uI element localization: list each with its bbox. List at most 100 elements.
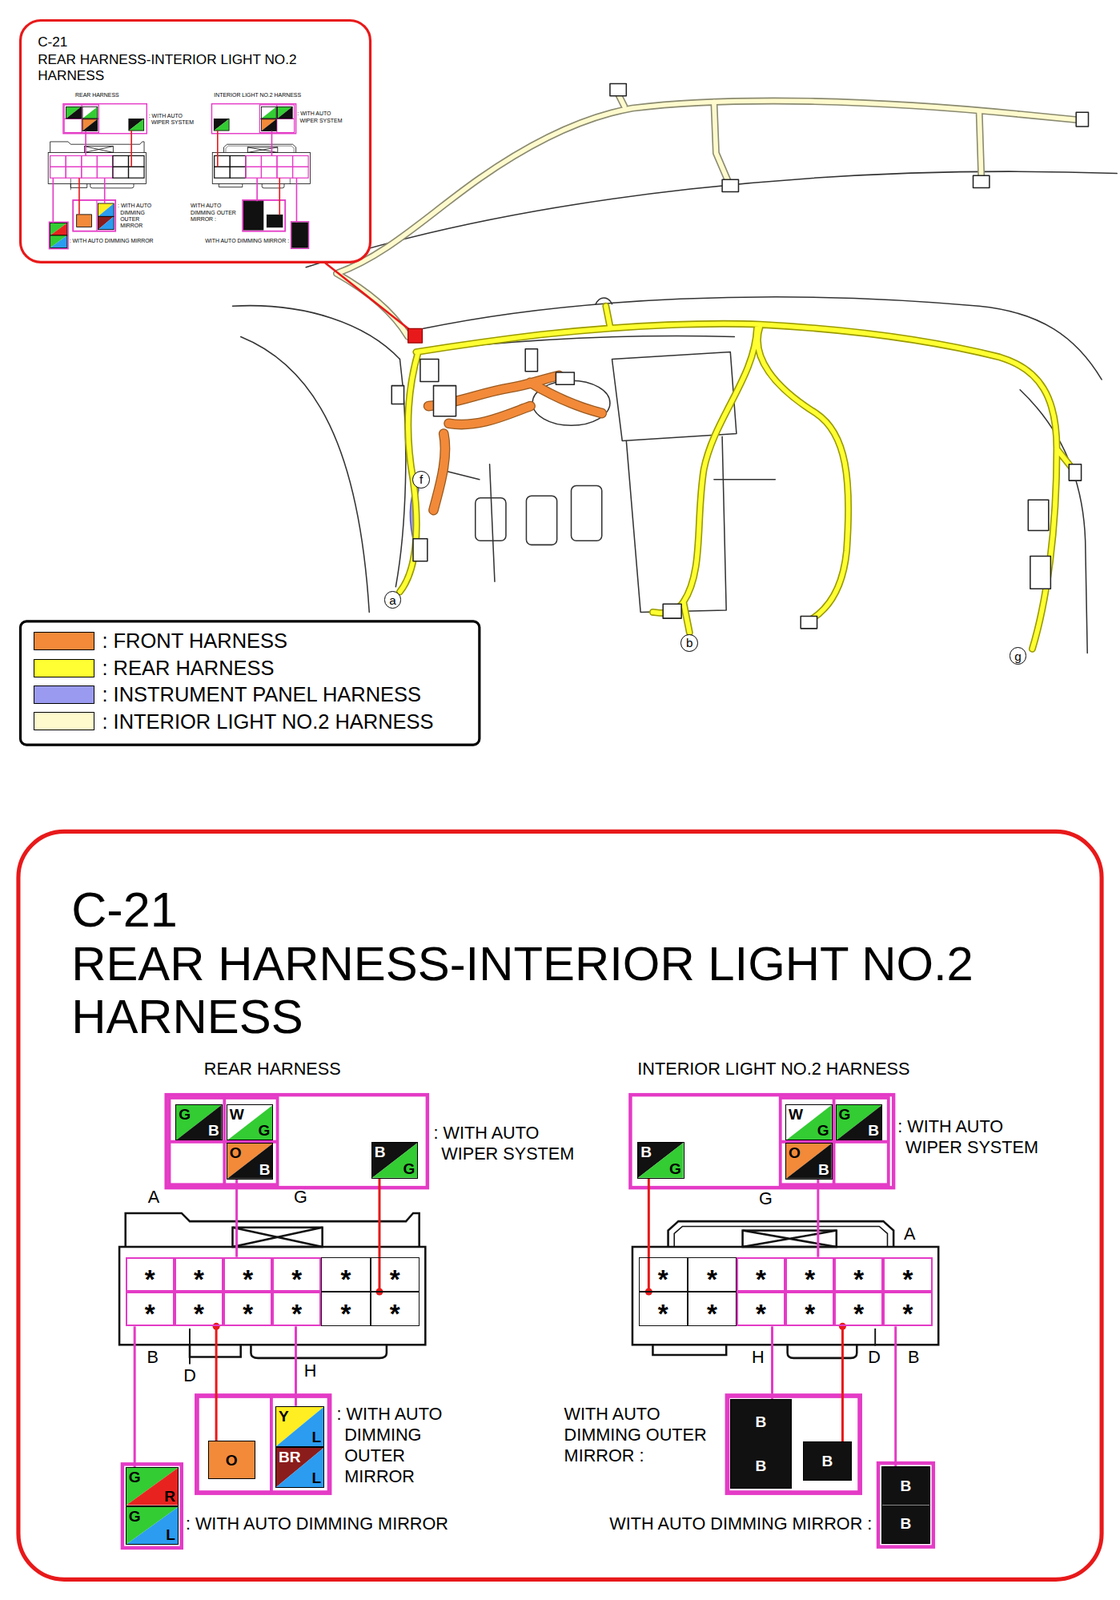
wire-color-box: BB [881, 1465, 931, 1544]
wire-color-code: R [164, 1488, 176, 1504]
wire-color-box: O [208, 1440, 256, 1479]
wire-color-square: OB [226, 1142, 274, 1180]
pin-mark: * [706, 1267, 718, 1292]
inset-wire-color [260, 106, 277, 119]
wire-color-code: G [258, 1122, 271, 1138]
inset-wire-outline [276, 106, 293, 119]
inset-wire-color [276, 106, 293, 119]
box-divider [882, 1504, 930, 1506]
wire-color-code: B [821, 1453, 833, 1469]
pin-mark: * [242, 1301, 253, 1326]
inset-pin [214, 155, 231, 167]
label-text: H [751, 1348, 765, 1366]
wire-color-code: G [128, 1469, 141, 1485]
leader-line [324, 261, 413, 332]
wire-color-code: G [128, 1508, 141, 1524]
inset-wire [52, 177, 54, 223]
inset-pin [81, 155, 98, 167]
inset-pin [96, 155, 113, 167]
connector-location-mark [408, 328, 423, 343]
inset-wire [278, 177, 281, 215]
wire-color-code: B [867, 1122, 880, 1138]
pin-mark: * [658, 1267, 669, 1292]
wire-color-code: G [817, 1122, 830, 1138]
inset-note: REAR HARNESS [75, 92, 120, 99]
wire-connector [377, 1178, 381, 1292]
inset-pin [245, 155, 262, 167]
connector-pin: * [883, 1291, 932, 1326]
inset-wire-color [292, 222, 309, 248]
inset-note: : WITH AUTO WIPER SYSTEM [297, 110, 350, 125]
splice-dot [212, 1322, 221, 1330]
inset-wire-outline [50, 222, 68, 235]
inset-wire-color [98, 203, 115, 217]
label-text: H [304, 1361, 318, 1380]
inset-wire-color [260, 106, 277, 119]
connector-pin: * [272, 1291, 322, 1326]
inset-pin [229, 166, 246, 178]
pin-mark: * [389, 1267, 401, 1292]
wire-connector [894, 1325, 897, 1466]
label-text: REAR HARNESS-INTERIOR LIGHT NO.2 HARNESS [71, 937, 1020, 1044]
wire-color-stripe [786, 1143, 832, 1179]
pin-mark: * [804, 1301, 815, 1326]
wire-color-square: YL [275, 1405, 325, 1447]
wire-color-code: B [900, 1515, 912, 1531]
pin-mark: * [340, 1267, 351, 1292]
wire-color-code: B [755, 1413, 767, 1430]
wire-color-code: L [311, 1469, 322, 1486]
wire-color-square: GB [835, 1103, 884, 1141]
inset-pin [112, 166, 129, 178]
wire-color-code: O [225, 1452, 238, 1468]
wire-color-box: BB [730, 1398, 791, 1489]
wire-color-code: B [640, 1144, 652, 1160]
wire-color-code: W [229, 1106, 245, 1122]
wire-color-code: Y [278, 1408, 290, 1424]
pin-mark: * [193, 1267, 205, 1292]
label-text: G [293, 1188, 308, 1206]
inset-wire-color [82, 106, 98, 119]
wire-color-main [276, 1447, 324, 1487]
label-text: D [867, 1348, 881, 1366]
wire-color-square: BG [371, 1141, 419, 1179]
wire-color-main [176, 1104, 222, 1141]
inset-wire-outline [213, 118, 229, 131]
wire-color-code: B [259, 1161, 271, 1177]
label-text: : WITH AUTO DIMMING MIRROR [185, 1513, 449, 1534]
interior-light-harness [336, 83, 1088, 337]
inset-wire-outline [98, 203, 115, 217]
inset-pin [293, 166, 310, 178]
connector-pin: * [223, 1291, 273, 1326]
label-text: : WITH AUTO WIPER SYSTEM [897, 1115, 1059, 1158]
wire-color-square: BG [637, 1141, 685, 1179]
diagram-title: C-21 [71, 883, 178, 937]
pin-mark: * [291, 1267, 302, 1292]
inset-wire [104, 177, 106, 204]
wire-color-main [126, 1506, 178, 1544]
wire-color-stripe [227, 1143, 273, 1179]
inset-pin [96, 166, 113, 178]
wire-color-square: WG [226, 1103, 274, 1141]
inset-wire-outline [50, 235, 68, 248]
wire-color-main [276, 1406, 324, 1446]
connector-pin: * [687, 1291, 737, 1326]
inset-wire-color [260, 119, 277, 132]
wire-connector [647, 1178, 651, 1292]
label-text: REAR HARNESS [204, 1059, 342, 1080]
inset-wire-outline [260, 106, 277, 119]
inset-frame [20, 20, 370, 262]
inset-wire-color [128, 118, 145, 131]
pin-mark: * [193, 1301, 205, 1326]
pin-mark: * [903, 1301, 914, 1326]
inset-pin [229, 155, 246, 167]
connector-pin: * [687, 1256, 737, 1292]
legend-text: : REAR HARNESS [101, 655, 274, 681]
inset-wire-outline [128, 118, 145, 131]
connector-pin: * [785, 1256, 835, 1292]
legend-swatch [33, 685, 95, 704]
callout-letter: g [1009, 646, 1028, 665]
inset-wire-color [66, 106, 82, 119]
wire-color-stripe [638, 1142, 684, 1178]
inset-pin [128, 166, 145, 178]
